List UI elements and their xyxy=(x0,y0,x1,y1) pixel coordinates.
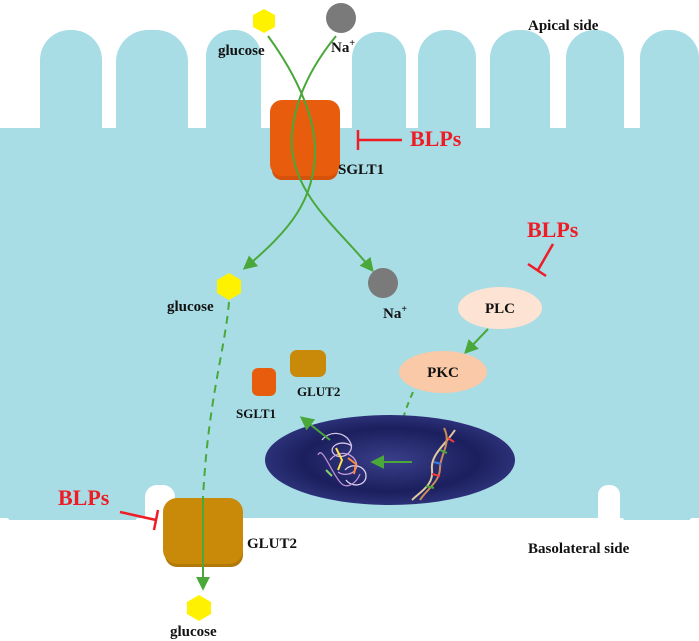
protein-to-transporters-arrow xyxy=(299,416,331,441)
nucleus xyxy=(265,415,515,505)
sodium-ion-top xyxy=(326,3,356,33)
glut2-small-label: GLUT2 xyxy=(297,384,340,399)
apical-side-label: Apical side xyxy=(528,18,599,34)
glucose-transport-arrow xyxy=(242,35,317,270)
blps-label-2: BLPs xyxy=(527,217,579,242)
sglt1-small-icon xyxy=(252,368,276,396)
glut2-small-icon xyxy=(290,350,326,377)
glucose-hexagon-mid xyxy=(217,273,241,300)
cell-body xyxy=(0,30,699,528)
pkc-label: PKC xyxy=(427,365,459,381)
plc-to-pkc-arrow xyxy=(464,328,489,355)
glut2-membrane-label: GLUT2 xyxy=(247,536,297,552)
basolateral-side-label: Basolateral side xyxy=(528,541,630,557)
sglt1-transporter xyxy=(270,100,340,180)
dna-helix-icon xyxy=(411,427,456,501)
blps-label-3: BLPs xyxy=(58,485,110,510)
plc-node xyxy=(458,287,542,329)
inhibit-line-2 xyxy=(536,243,555,271)
sodium-transport-arrow xyxy=(290,35,374,273)
glucose-top-label: glucose xyxy=(218,43,265,59)
basal-gaps xyxy=(0,485,699,641)
na-mid-label: Na+ xyxy=(383,304,407,322)
glucose-dashed-path xyxy=(202,301,230,499)
glucose-bottom-label: glucose xyxy=(170,624,217,640)
inhibit-bar-2 xyxy=(527,262,547,278)
sodium-ion-mid xyxy=(368,268,398,298)
pkc-node xyxy=(399,351,487,393)
blps-label-1: BLPs xyxy=(410,126,462,151)
na-top-label: Na+ xyxy=(331,38,355,56)
plc-label: PLC xyxy=(485,301,515,317)
sglt1-membrane-label: SGLT1 xyxy=(338,162,384,178)
protein-structure-icon xyxy=(317,432,367,487)
inhibit-line-3 xyxy=(119,510,157,522)
glucose-mid-label: glucose xyxy=(167,299,214,315)
glucose-hexagon-bottom xyxy=(187,595,211,621)
inhibit-bar-3 xyxy=(152,509,160,531)
glucose-hexagon-top xyxy=(253,9,275,33)
sglt1-small-label: SGLT1 xyxy=(236,406,276,421)
